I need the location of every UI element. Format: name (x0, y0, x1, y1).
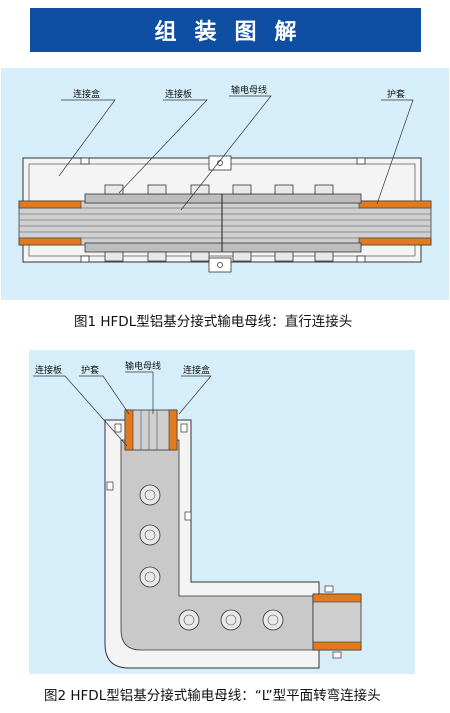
sleeve-left-bottom (18, 237, 82, 246)
busbar-horizontal (312, 593, 362, 651)
sleeve-right-bottom (358, 237, 432, 246)
figure-2-drawing: 连接板 护套 输电母线 连接盒 (33, 360, 362, 669)
label-connection-box: 连接盒 (73, 88, 100, 100)
figure-1-caption: 图1 HFDL型铝基分接式输电母线：直行连接头 (74, 314, 353, 330)
bolts-bottom (104, 251, 334, 262)
label-connection-plate: 连接板 (165, 88, 192, 100)
connection-plate-l (120, 439, 314, 651)
sleeve-vertical-right (168, 409, 178, 451)
label-busbar: 输电母线 (231, 84, 267, 96)
figure-2-l-joint: 连接板 护套 输电母线 连接盒 (29, 350, 415, 674)
sleeve-left-top (18, 200, 82, 209)
figure-2-caption: 图2 HFDL型铝基分接式输电母线：“L”型平面转弯连接头 (44, 688, 381, 704)
sleeve-right-top (358, 200, 432, 209)
figure-1-straight-joint: 连接盒 连接板 输电母线 护套 (1, 68, 449, 300)
label-sleeve: 护套 (387, 88, 405, 100)
connection-plate-bottom (84, 242, 362, 253)
label-connection-box-2: 连接盒 (183, 364, 210, 376)
connection-plate-top (84, 193, 362, 204)
sleeve-horizontal-bottom (312, 641, 362, 651)
label-connection-plate-2: 连接板 (35, 364, 62, 376)
bolts-l (139, 484, 284, 631)
bolts-top (104, 184, 334, 195)
page-title: 组装图解 (30, 8, 421, 52)
label-sleeve-2: 护套 (81, 364, 99, 376)
figure-1-drawing: 连接盒 连接板 输电母线 护套 (18, 84, 432, 273)
label-busbar-2: 输电母线 (125, 360, 161, 372)
sleeve-horizontal-top (312, 593, 362, 603)
sleeve-vertical-left (124, 409, 134, 451)
